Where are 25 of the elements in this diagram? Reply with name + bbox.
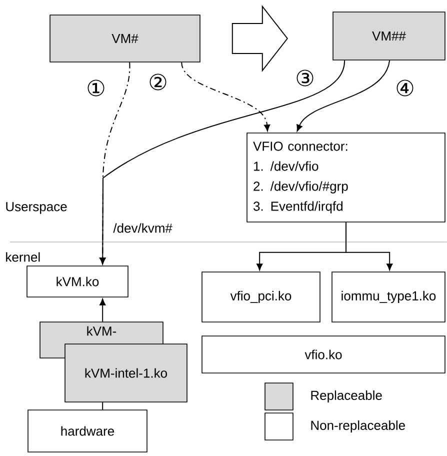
device-label: /dev/kvm# <box>113 223 172 233</box>
arrow <box>346 222 393 270</box>
vm-box: VM## <box>332 12 446 60</box>
layer-label: Userspace <box>6 202 67 214</box>
module-box: kVM-intel-1.ko <box>64 344 188 402</box>
vm-box: VM# <box>50 14 200 62</box>
callout-number: ③ <box>296 70 314 86</box>
arrow <box>100 60 346 264</box>
module-box: vfio_pci.ko <box>202 272 320 322</box>
connector-line <box>102 402 104 410</box>
legend-label: Replaceable <box>311 390 382 403</box>
legend-label: Non-replaceable <box>311 420 405 433</box>
block-arrow <box>232 5 288 72</box>
hardware-box: hardware <box>28 410 148 452</box>
layer-label: kernel <box>6 252 40 262</box>
module-box: vfio.ko <box>202 336 446 374</box>
arrow <box>100 298 106 322</box>
connector-box: VFIO connector: 1. /dev/vfio 2. /dev/vfio/#grp 3. Eventfd/irqfd <box>246 132 446 222</box>
module-box: kVM.ko <box>26 266 128 298</box>
arrow <box>181 62 270 132</box>
arrow <box>296 60 390 132</box>
callout-number: ② <box>150 74 166 90</box>
callout-number: ④ <box>396 80 414 96</box>
module-box: iommu_type1.ko <box>332 272 446 322</box>
callout-number: ① <box>88 80 104 96</box>
